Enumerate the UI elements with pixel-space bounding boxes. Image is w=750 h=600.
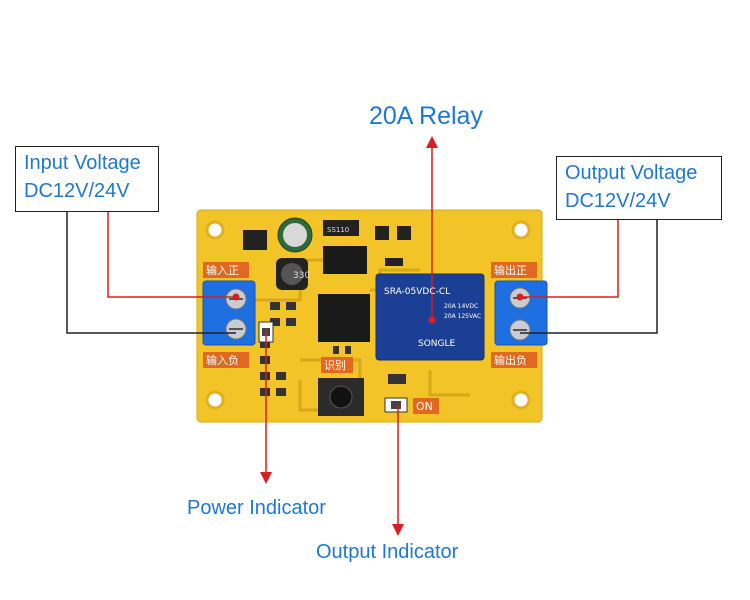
connector-lines [66,212,658,334]
silk-output-pos: 输出正 [494,263,527,277]
mounting-holes [205,220,531,410]
relay-text-2: 20A 14VDC [444,303,478,310]
input-voltage-value: DC12V/24V [24,180,130,202]
silk-mid: 识别 [324,359,346,372]
diode-text: SS110 [327,226,349,234]
silk-input-neg: 输入负 [206,353,239,367]
transistor-component [243,230,267,250]
silk-output-neg: 输出负 [494,353,527,367]
output-led [384,397,408,413]
push-button [318,378,364,416]
power-indicator-label: Power Indicator [187,497,326,519]
relay-text-3: 20A 125VAC [444,313,481,320]
chip-ic-1 [323,246,367,274]
relay-title: 20A Relay [369,102,483,130]
silkscreen-label-backgrounds [203,262,537,414]
input-terminal-block [202,280,256,346]
input-voltage-label: Input Voltage [24,152,141,174]
output-voltage-value: DC12V/24V [565,190,671,212]
output-indicator-label: Output Indicator [316,541,459,563]
input-pos-dot [232,293,240,301]
inductor-text: 330 [293,271,310,281]
output-voltage-box: Output Voltage DC12V/24V [556,156,722,220]
silk-input-pos: 输入正 [206,263,239,277]
output-voltage-label: Output Voltage [565,162,698,184]
input-voltage-box: Input Voltage DC12V/24V [15,146,159,212]
output-pos-dot [516,293,524,301]
relay-text-1: SRA-05VDC-CL [384,287,450,297]
inductor-component [276,258,308,290]
small-smd-components [260,226,411,396]
relay-component [375,273,485,361]
diode-component [323,220,359,236]
pointer-lines [107,136,619,536]
silk-on: ON [416,400,433,413]
chip-ic-main [318,294,370,342]
capacitor-component [277,217,313,253]
relay-brand: SONGLE [418,339,456,349]
output-terminal-block [494,280,548,346]
relay-dot [428,316,436,324]
